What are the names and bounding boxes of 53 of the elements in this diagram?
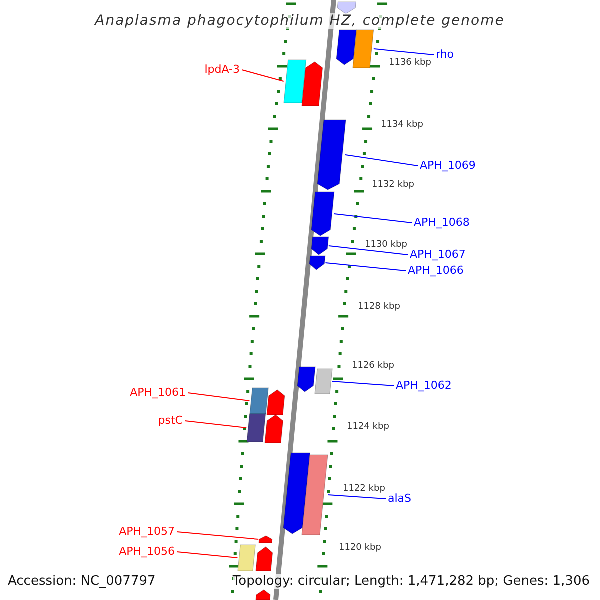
gene-label: pstC xyxy=(158,414,183,428)
scale-label: 1128 kbp xyxy=(358,302,400,313)
gene-block xyxy=(282,453,310,534)
scale-label: 1136 kbp xyxy=(389,58,432,69)
gene-label: APH_1061 xyxy=(130,386,186,400)
leader-line xyxy=(334,214,412,224)
scale-label: 1134 kbp xyxy=(381,120,424,131)
topology-text: Topology: circular; Length: 1,471,282 bp; Genes: 1,306 xyxy=(232,574,590,589)
gene-label: APH_1057 xyxy=(119,525,175,539)
gene-label: APH_1062 xyxy=(396,379,452,393)
gene-block xyxy=(302,62,324,106)
feature-block xyxy=(238,545,256,571)
scale-label: 1122 kbp xyxy=(343,484,386,495)
gene-block xyxy=(316,120,346,190)
gene-label: APH_1056 xyxy=(119,545,175,559)
leader-line xyxy=(332,381,394,386)
feature-block xyxy=(314,369,332,394)
leader-line xyxy=(373,48,434,56)
leader-line xyxy=(176,532,260,540)
leader-line xyxy=(345,154,418,166)
scale-label: 1126 kbp xyxy=(352,361,394,372)
leader-line xyxy=(328,246,408,256)
gene-block xyxy=(264,415,284,443)
gene-label: APH_1069 xyxy=(420,159,476,173)
gene-label: APH_1066 xyxy=(408,264,464,278)
scale-label: 1124 kbp xyxy=(347,422,390,433)
title: Anaplasma phagocytophilum HZ, complete genome xyxy=(95,13,505,29)
scale-label: 1130 kbp xyxy=(365,240,408,251)
scale-label: 1120 kbp xyxy=(339,543,382,554)
gene-block xyxy=(336,30,357,65)
feature-block xyxy=(246,414,266,442)
leader-line xyxy=(325,262,406,272)
gene-block xyxy=(296,367,316,392)
leader-line xyxy=(242,70,284,82)
feature-block xyxy=(353,30,374,68)
gene-block xyxy=(266,390,286,415)
leader-line xyxy=(184,420,248,428)
leader-line xyxy=(188,392,250,402)
leader-line xyxy=(176,552,238,558)
gene-block xyxy=(256,547,274,571)
gene-label: alaS xyxy=(388,492,412,506)
feature-block xyxy=(302,455,328,535)
feature-block xyxy=(250,388,268,414)
accession-text: Accession: NC_007797 xyxy=(8,574,156,589)
gene-block xyxy=(309,256,326,270)
leader-line xyxy=(328,494,386,500)
gene-label: APH_1067 xyxy=(410,248,466,262)
scale-label: 1132 kbp xyxy=(372,180,414,191)
feature-block xyxy=(284,60,306,103)
gene-label: rho xyxy=(436,48,454,62)
gene-block xyxy=(258,536,272,543)
gene-label: lpdA-3 xyxy=(204,63,240,77)
gene-label: APH_1068 xyxy=(414,216,470,230)
